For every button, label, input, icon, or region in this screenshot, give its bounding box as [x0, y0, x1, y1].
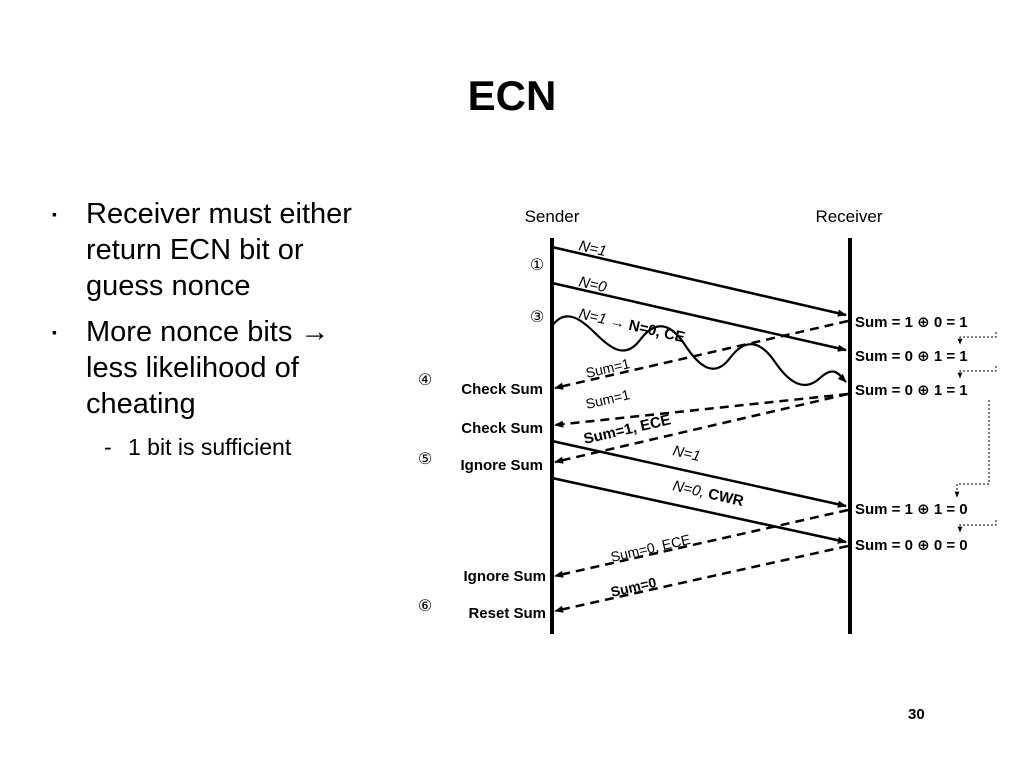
msg-n1-second: N=1	[671, 442, 702, 465]
arrow-sum0-ece	[554, 508, 849, 578]
msg-n0-cwr-prefix: N=0,	[671, 477, 710, 502]
step-5-marker: ⑤	[418, 451, 432, 468]
bullet-marker: ▪	[52, 324, 57, 340]
bullet-text: Receiver must either return ECN bit or g…	[86, 198, 352, 302]
step-3-marker: ③	[530, 309, 544, 326]
receiver-sum-4: Sum = 1 ⊕ 1 = 0	[855, 501, 968, 518]
arrow-n0-first	[551, 281, 847, 352]
bullet-item: ▪ More nonce bits → less likelihood of c…	[52, 314, 382, 422]
action-check-sum-2: Check Sum	[461, 420, 543, 437]
arrow-sum1-first	[554, 319, 849, 390]
msg-sum1-second: Sum=1	[584, 386, 631, 412]
msg-n1-ce-prefix: N=1 →	[577, 305, 631, 333]
sub-bullet-item: - 1 bit is sufficient	[104, 432, 382, 462]
carry-connector-4	[957, 520, 997, 533]
arrow-n1-second	[551, 439, 847, 508]
action-check-sum-1: Check Sum	[461, 381, 543, 398]
arrow-sum1-ece	[554, 392, 849, 464]
msg-n1-ce: N=1 → N=0, CE	[577, 305, 686, 346]
bullet-text: More nonce bits → less likelihood of che…	[86, 316, 330, 420]
sub-bullet-marker: -	[104, 434, 112, 460]
msg-sum1-ece: Sum=1, ECE	[582, 411, 672, 448]
receiver-sum-2: Sum = 0 ⊕ 1 = 1	[855, 348, 968, 365]
msg-sum0: Sum=0	[609, 574, 658, 600]
action-reset-sum: Reset Sum	[468, 605, 546, 622]
slide-title: ECN	[467, 72, 557, 119]
arrow-n1-ce-wavy	[551, 315, 847, 387]
action-ignore-sum-1: Ignore Sum	[460, 457, 543, 474]
msg-sum0-ece: Sum=0, ECE	[609, 531, 692, 565]
bullet-marker: ▪	[52, 206, 57, 222]
msg-n1-ce-bold: N=0, CE	[627, 317, 686, 346]
arrow-sum1-second	[554, 392, 849, 428]
carry-connector-1	[957, 332, 997, 345]
step-1-marker: ①	[530, 257, 544, 274]
msg-n1-first: N=1	[577, 237, 608, 260]
step-6-marker: ⑥	[418, 598, 432, 615]
page-number: 30	[908, 706, 925, 723]
sub-bullet-text: 1 bit is sufficient	[128, 434, 292, 460]
sender-label: Sender	[525, 207, 580, 226]
receiver-label: Receiver	[815, 207, 882, 226]
receiver-sum-3: Sum = 0 ⊕ 1 = 1	[855, 382, 968, 399]
arrow-n1-first	[551, 245, 847, 317]
receiver-sum-5: Sum = 0 ⊕ 0 = 0	[855, 537, 968, 554]
bullet-list: ▪ Receiver must either return ECN bit or…	[52, 196, 382, 462]
carry-connector-3	[954, 400, 990, 498]
msg-n0-cwr-bold: CWR	[706, 485, 745, 510]
step-4-marker: ④	[418, 372, 432, 389]
action-ignore-sum-2: Ignore Sum	[463, 568, 546, 585]
receiver-sum-1: Sum = 1 ⊕ 0 = 1	[855, 314, 968, 331]
carry-connector-2	[957, 366, 997, 379]
arrow-sum0	[554, 544, 849, 613]
ecn-nonce-sequence-diagram: Sender Receiver ① ② ③ ④ ⑤ ⑥ N=1 N=0 N=1 …	[418, 207, 997, 634]
bullet-item: ▪ Receiver must either return ECN bit or…	[52, 196, 382, 304]
arrow-n0-cwr	[551, 476, 847, 544]
msg-n0-first: N=0	[577, 273, 609, 296]
